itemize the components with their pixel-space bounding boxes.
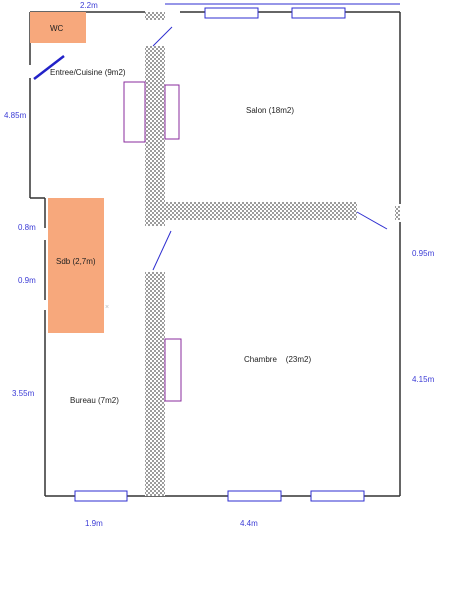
room-label-chambre: Chambre (23m2) (244, 355, 311, 364)
room-label-sdb: Sdb (2,7m) (56, 257, 96, 266)
dimension-bottom-right: 4.4m (240, 519, 258, 528)
partition-upper-vertical (145, 46, 165, 226)
dimension-left-entree: 4.85m (4, 111, 27, 120)
windows (74, 7, 365, 502)
cabinet-chambre (164, 338, 182, 402)
window-bureau (74, 490, 128, 502)
room-label-bureau: Bureau (7m2) (70, 396, 119, 405)
interior-partitions (145, 12, 400, 496)
sdb-room (48, 198, 104, 333)
dimension-right-lower: 4.15m (412, 375, 435, 384)
door-salon-chambre (356, 211, 388, 230)
cabinet-left (123, 81, 146, 143)
dimension-left-bureau: 3.55m (12, 389, 35, 398)
wc-room (30, 12, 86, 43)
window-chambre-right (310, 490, 365, 502)
dimension-left-sdb-lower: 0.9m (18, 276, 36, 285)
partition-top-stub (145, 12, 165, 20)
door-swings (152, 26, 388, 271)
cabinet-right (164, 84, 180, 140)
dimension-left-sdb-upper: 0.8m (18, 223, 36, 232)
dimension-top: 2.2m (80, 1, 98, 10)
window-salon-right (291, 7, 346, 19)
partition-right-stub (395, 206, 400, 220)
window-salon-left (204, 7, 259, 19)
front-door (33, 55, 65, 80)
window-chambre-left (227, 490, 282, 502)
partition-lower-vertical (145, 272, 165, 496)
door-entree-salon (152, 26, 173, 47)
room-label-wc: WC (50, 24, 64, 33)
door-bureau-chambre (152, 230, 172, 271)
furniture (123, 81, 182, 402)
room-label-salon: Salon (18m2) (246, 106, 294, 115)
partition-horizontal (165, 202, 357, 220)
sdb-marker: × (105, 304, 109, 311)
room-label-entree: Entree/Cuisine (9m2) (50, 68, 126, 77)
dimension-bottom-left: 1.9m (85, 519, 103, 528)
dimension-right-upper: 0.95m (412, 249, 435, 258)
